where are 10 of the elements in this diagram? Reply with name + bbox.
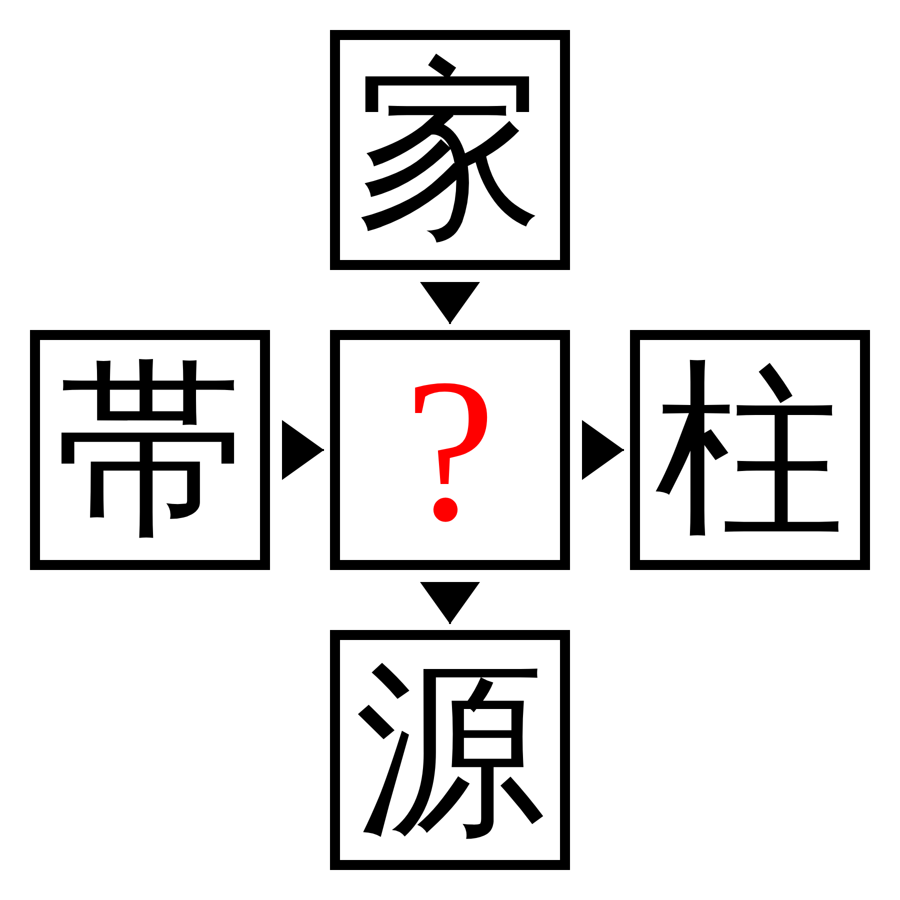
kanji-character: 帯 [55,355,245,545]
kanji-character: 源 [355,655,545,845]
character-box [630,330,870,570]
answer-box [330,330,570,570]
character-box [30,330,270,570]
question-mark: ? [404,348,496,552]
character-box [330,30,570,270]
character-box [330,630,570,870]
kanji-character: 柱 [655,355,845,545]
kanji-character: 家 [355,55,545,245]
